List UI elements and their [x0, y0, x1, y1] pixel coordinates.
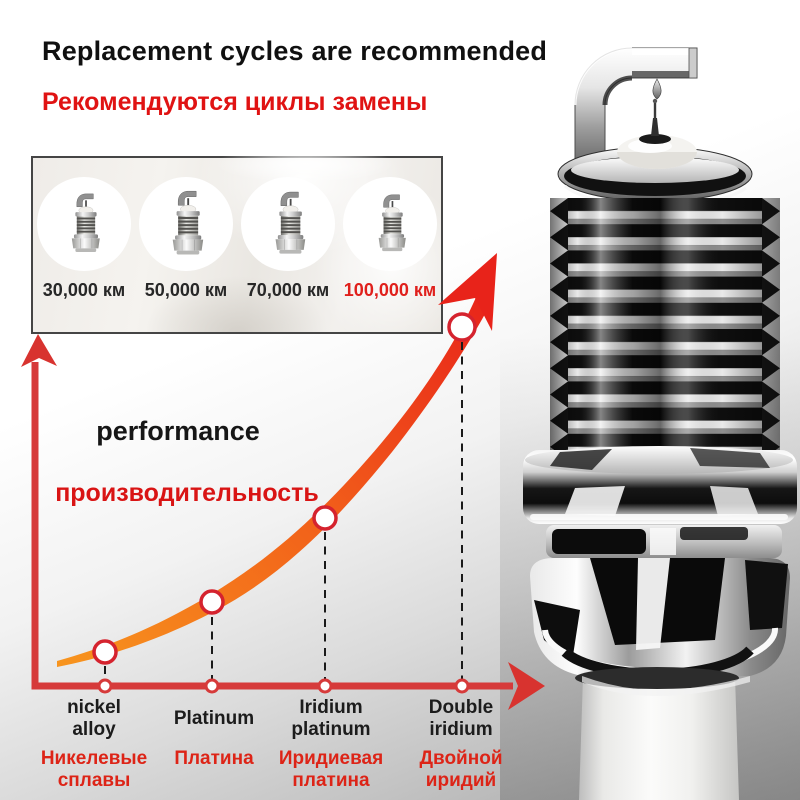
- y-axis-arrowhead: [21, 334, 57, 367]
- cycle-item: 30,000 км: [33, 158, 135, 332]
- curve-arrowhead: [438, 253, 497, 331]
- cycle-circle: [343, 177, 437, 271]
- x-label-platinum: Platinum Платина: [173, 707, 255, 769]
- chart-title-ru: производительность: [55, 479, 319, 507]
- cycle-circle: [139, 177, 233, 271]
- data-point-double-iridium: [447, 312, 477, 342]
- cycle-circle: [37, 177, 131, 271]
- data-point-nickel: [92, 639, 118, 665]
- page-title-russian: Рекомендуются циклы замены: [42, 88, 428, 116]
- performance-curve: [57, 288, 493, 667]
- cycle-mileage-label: 30,000 км: [42, 280, 126, 300]
- chart-title-en: performance: [96, 416, 260, 446]
- smoke-texture: [180, 138, 430, 190]
- background-gradient: [500, 0, 800, 800]
- cycle-mileage-label-highlighted: 100,000 км: [343, 280, 437, 300]
- spark-plug-thumbnail-icon: [264, 189, 313, 259]
- data-point-iridium-platinum: [312, 505, 338, 531]
- spark-plug-thumbnail-icon: [368, 192, 413, 256]
- spark-plug-thumbnail-icon: [61, 191, 107, 257]
- cycle-circle: [241, 177, 335, 271]
- cycle-mileage-label: 70,000 км: [246, 280, 330, 300]
- data-point-platinum: [199, 589, 225, 615]
- cycle-mileage-label: 50,000 км: [144, 280, 228, 300]
- page-title: Replacement cycles are recommended: [42, 36, 548, 66]
- spark-plug-thumbnail-icon: [161, 187, 211, 261]
- dashed-guides: [104, 342, 463, 680]
- axis-ticks: [97, 678, 470, 694]
- axes: [31, 362, 513, 690]
